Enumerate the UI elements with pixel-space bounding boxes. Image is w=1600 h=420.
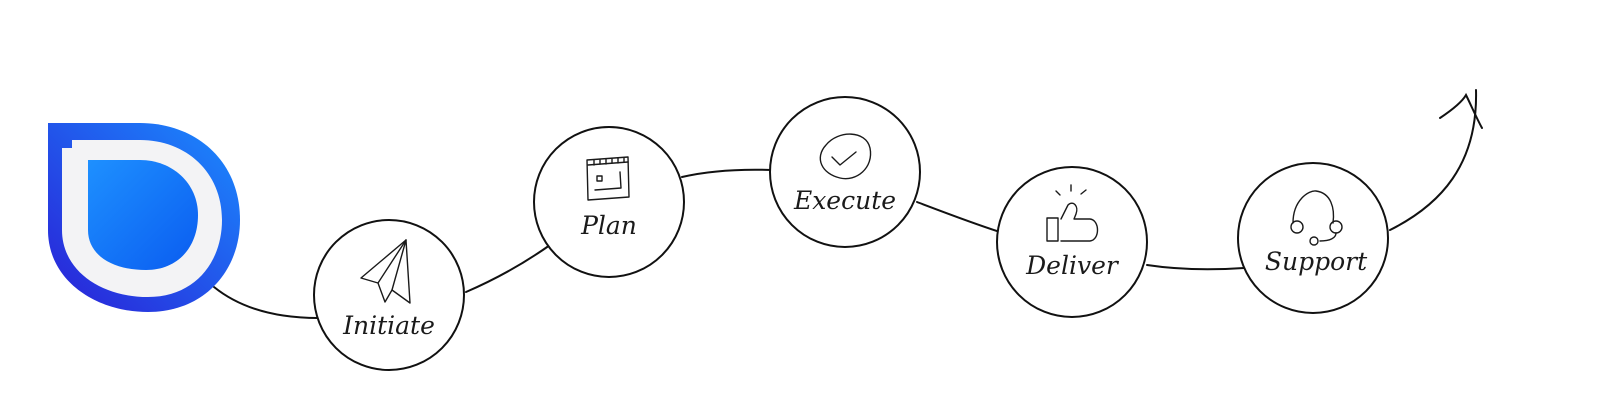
step-initiate: Initiate [313,219,465,371]
connectors [213,89,1483,319]
step-execute: Execute [769,96,921,248]
connector-plan-execute [681,168,773,178]
step-label: Plan [580,211,637,240]
paper-plane-icon [360,239,411,304]
connector-initiate-plan [465,244,551,293]
step-support: Support [1237,162,1389,314]
connector-logo-initiate [213,286,319,319]
arrow-head-icon [1439,92,1483,129]
blueprint-icon [586,156,630,201]
connector-deliver-support [1146,264,1245,271]
step-deliver: Deliver [996,166,1148,318]
step-plan: Plan [533,126,685,278]
connector-execute-deliver [916,201,1001,233]
droplet-logo-icon [48,123,240,312]
step-label: Deliver [1025,251,1120,280]
step-label: Execute [793,186,896,215]
headset-icon [1290,190,1343,246]
check-badge-icon [819,133,872,180]
thumbs-up-icon [1046,184,1099,242]
step-label: Support [1265,247,1368,276]
step-label: Initiate [342,311,435,340]
connector-support-arrow [1389,89,1478,231]
